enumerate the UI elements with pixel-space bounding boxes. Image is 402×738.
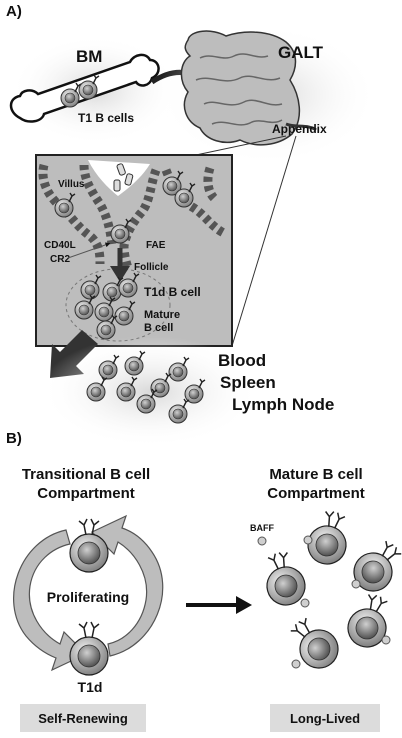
mature-cell-1 [258, 547, 311, 611]
cycle-arrow-left [12, 529, 88, 672]
baff-label: BAFF [250, 523, 274, 533]
follicle-down-arrowhead [110, 266, 130, 282]
villus-epithelium [38, 163, 229, 270]
cd40l-label: CD40L [44, 240, 76, 251]
mature-label-line2: B cell [144, 322, 173, 334]
lymph-node-label: Lymph Node [232, 395, 334, 414]
mature-cell-5 [341, 588, 398, 654]
follicle-boundary [65, 268, 171, 342]
panel-b-label: B) [6, 430, 22, 447]
zoom-line-right [231, 135, 297, 347]
long-lived-label: Long-Lived [290, 711, 360, 726]
mature-cell-3 [345, 532, 402, 600]
t1-b-cells-label: T1 B cells [78, 111, 134, 125]
antigen-particles [113, 163, 134, 192]
appendix-label: Appendix [272, 122, 327, 136]
transitional-cell-bottom [69, 621, 109, 676]
tissue-box [35, 154, 233, 347]
panel-a-label: A) [6, 3, 22, 20]
long-lived-box [270, 704, 380, 732]
proliferating-label: Proliferating [47, 589, 129, 605]
lumen [88, 160, 150, 196]
follicle-label: Follicle [134, 262, 169, 273]
transitional-title-line1: Transitional B cell [22, 466, 150, 483]
self-renewing-label: Self-Renewing [38, 711, 128, 726]
intestine-shape [180, 30, 317, 146]
mature-cell-2 [302, 506, 355, 570]
blood-label: Blood [218, 351, 266, 370]
bm-label: BM [76, 47, 102, 66]
mature-title-line1: Mature B cell [269, 466, 362, 483]
cr2-label: CR2 [50, 254, 70, 265]
spleen-label: Spleen [220, 373, 276, 392]
baff-ligand [257, 536, 267, 546]
t1d-b-cell-label: T1d B cell [144, 285, 201, 299]
mature-cell-4 [281, 609, 347, 677]
fae-label: FAE [146, 240, 166, 251]
mature-label-line1: Mature [144, 309, 180, 321]
self-renewing-box [20, 704, 146, 732]
villus-label: Villus [58, 179, 85, 190]
galt-label: GALT [278, 43, 324, 62]
periphery-glow [40, 336, 260, 448]
t1d-label: T1d [78, 679, 103, 695]
cr2-pointer [67, 242, 111, 259]
maturation-arrowhead [236, 596, 252, 614]
zoom-line-left [195, 135, 287, 156]
transitional-title-line2: Compartment [37, 485, 135, 502]
mature-title-line2: Compartment [267, 485, 365, 502]
cycle-arrow-right [90, 514, 164, 657]
